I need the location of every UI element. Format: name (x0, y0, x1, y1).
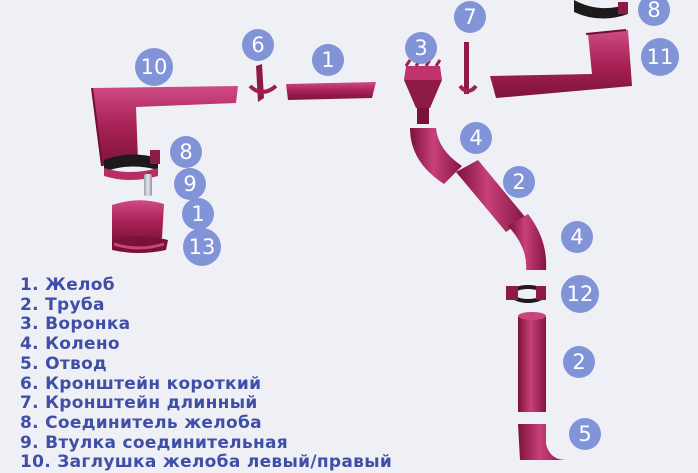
svg-text:8: 8 (179, 140, 192, 164)
legend-item: 3. Воронка (20, 314, 131, 335)
funnel (404, 59, 442, 124)
legend-item: 7. Кронштейн длинный (20, 393, 258, 414)
legend-item: 6. Кронштейн короткий (20, 373, 262, 394)
svg-text:1: 1 (191, 202, 204, 226)
legend-item: 5. Отвод (20, 353, 108, 374)
elbow-lower (508, 214, 547, 270)
svg-text:3: 3 (414, 36, 427, 60)
badge-9: 9 (174, 168, 206, 200)
badge-7: 7 (454, 1, 486, 33)
connecting-bushing (144, 174, 152, 196)
bracket-short (248, 64, 278, 102)
svg-text:5: 5 (578, 422, 591, 446)
badge-5: 5 (569, 418, 601, 450)
gutter-connector-top (574, 0, 628, 19)
gutter-corner-right (490, 29, 632, 98)
outlet-elbow (518, 424, 566, 460)
gutter-piece-left (112, 200, 164, 243)
badge-2-bottom: 2 (563, 346, 595, 378)
badge-11: 11 (641, 38, 679, 76)
legend-item: 1. Желоб (20, 275, 115, 295)
badge-4-lower: 4 (561, 221, 593, 253)
badge-13: 13 (183, 228, 221, 266)
svg-text:9: 9 (183, 172, 196, 196)
badge-3: 3 (405, 32, 437, 64)
legend-item: 10. Заглушка желоба левый/правый (20, 452, 393, 473)
svg-text:2: 2 (512, 170, 525, 194)
legend-item: 2. Труба (20, 294, 105, 315)
svg-text:4: 4 (469, 126, 482, 150)
gutter-system-diagram: 1 1 2 2 3 4 4 5 6 7 8 8 9 10 11 12 13 (91, 0, 679, 460)
downpipe-bottom (518, 312, 546, 412)
elbow-upper (410, 128, 462, 184)
gutter-corner-left (91, 86, 238, 167)
badge-1-left: 1 (182, 198, 214, 230)
svg-text:8: 8 (647, 0, 660, 22)
svg-text:4: 4 (570, 225, 583, 249)
downpipe-middle (456, 160, 526, 232)
legend-item: 8. Соединитель желоба (20, 412, 262, 433)
svg-text:10: 10 (141, 55, 168, 79)
bracket-long (458, 42, 478, 94)
badge-10: 10 (135, 48, 173, 86)
badge-4-upper: 4 (460, 122, 492, 154)
badge-6: 6 (242, 29, 274, 61)
badge-12: 12 (561, 275, 599, 313)
svg-text:12: 12 (567, 282, 594, 306)
badge-1-top: 1 (312, 44, 344, 76)
gutter-piece-top (286, 82, 376, 100)
pipe-clamp (506, 285, 546, 303)
badge-8-top: 8 (638, 0, 670, 26)
svg-text:2: 2 (572, 350, 585, 374)
legend-item: 9. Втулка соединительная (20, 432, 288, 453)
parts-legend: 1. Желоб 2. Труба 3. Воронка 4. Колено 5… (20, 275, 393, 473)
legend-item: 4. Колено (20, 334, 120, 355)
svg-text:13: 13 (189, 235, 216, 259)
badge-8-left: 8 (170, 136, 202, 168)
svg-text:7: 7 (463, 5, 476, 29)
gutter-end-cap (112, 236, 168, 253)
svg-text:6: 6 (251, 33, 264, 57)
badge-2-mid: 2 (503, 166, 535, 198)
svg-text:1: 1 (321, 48, 334, 72)
svg-text:11: 11 (647, 45, 674, 69)
